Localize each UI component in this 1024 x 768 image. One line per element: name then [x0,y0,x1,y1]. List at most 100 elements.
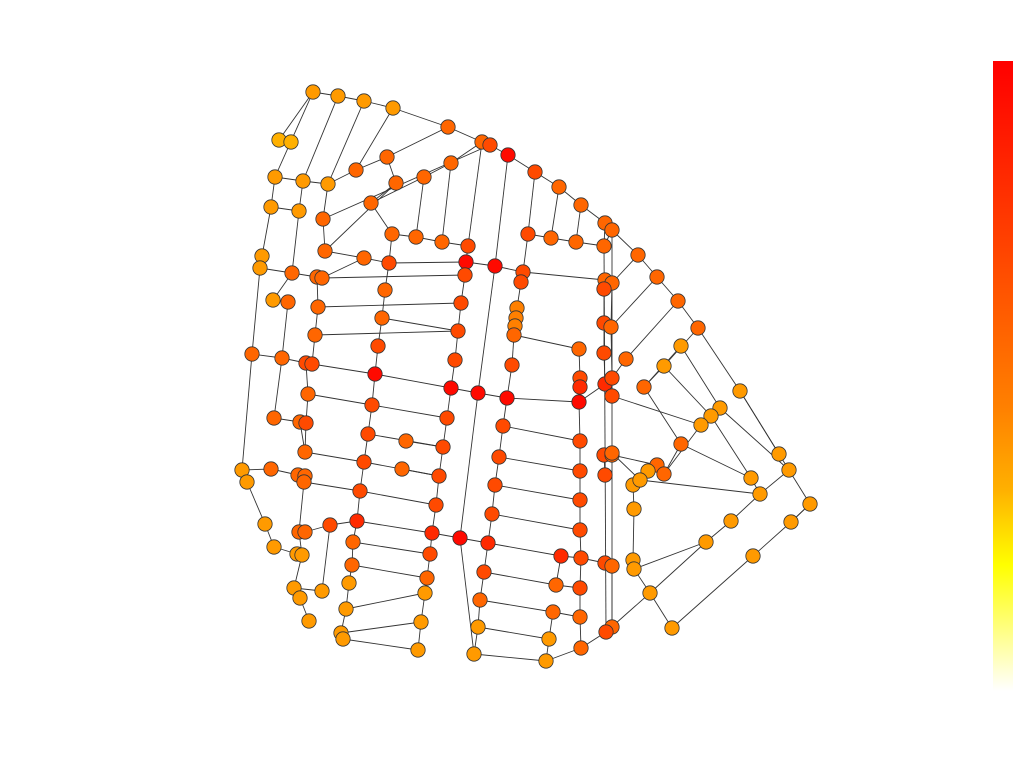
network-node [470,385,486,401]
network-edge [317,302,462,308]
network-node [244,346,260,362]
network-nodes [234,84,818,669]
network-node [604,445,620,461]
network-node [398,433,414,449]
network-edge [487,542,562,557]
network-edge [356,520,433,534]
network-node [274,350,290,366]
network-node [572,492,588,508]
network-node [295,173,311,189]
network-node [356,93,372,109]
network-edge [625,300,679,360]
network-node [341,575,357,591]
network-node [419,570,435,586]
network-node [367,366,383,382]
network-edge [494,484,581,501]
colorbar-gradient [993,61,1013,691]
network-node [572,522,588,538]
network-node [322,517,338,533]
network-node [297,444,313,460]
network-node [452,530,468,546]
network-node [664,620,680,636]
network-edge [302,95,339,182]
network-edge [611,395,702,426]
network-edge [321,274,466,279]
network-edge [633,541,707,570]
network-edge [632,508,635,561]
network-node [263,461,279,477]
network-node [573,197,589,213]
network-edge [710,415,752,479]
network-edge [371,404,448,419]
network-node [604,222,620,238]
network-node [670,293,686,309]
network-node [771,446,787,462]
network-node [377,282,393,298]
network-node [487,477,503,493]
network-node [604,370,620,386]
network-node [572,463,588,479]
network-node [476,564,492,580]
network-node [457,267,473,283]
network-node [690,320,706,336]
network-node [435,439,451,455]
network-node [649,269,665,285]
network-node [356,250,372,266]
network-node [297,524,313,540]
network-node [416,169,432,185]
network-node [752,486,768,502]
network-node [596,345,612,361]
network-edge [498,456,581,472]
network-node [283,134,299,150]
network-node [443,380,459,396]
network-node [320,176,336,192]
network-node [506,327,522,343]
network-node [348,162,364,178]
network-node [487,258,503,274]
network-node [630,247,646,263]
network-node [572,433,588,449]
network-edge [441,162,452,243]
network-edge [739,390,780,455]
network-node [344,557,360,573]
network-node [484,506,500,522]
network-edge [392,107,449,128]
network-edge [388,261,467,264]
network-node [315,211,331,227]
network-node [304,356,320,372]
network-edge [303,481,361,492]
network-node [263,199,279,215]
network-node [294,547,310,563]
network-edge [752,521,792,557]
network-node [310,299,326,315]
network-edge [291,210,300,274]
network-edge [459,392,479,539]
network-edge [386,126,449,158]
network-edge [473,653,547,662]
network-edge [274,91,314,178]
network-node [732,383,748,399]
network-edge [477,265,496,394]
network-edge [261,206,272,257]
network-edge [610,276,658,328]
network-edge [246,481,266,525]
network-node [410,642,426,658]
network-edge [467,141,483,247]
network-edge [298,481,305,533]
network-node [266,410,282,426]
network-node [642,585,658,601]
network-edge [479,599,554,613]
network-node [356,454,372,470]
network-node [439,410,455,426]
network-edge [527,171,536,235]
network-edge [671,555,754,629]
network-node [618,351,634,367]
network-edge [639,479,761,495]
network-node [571,394,587,410]
network-node [551,179,567,195]
network-node [422,546,438,562]
network-node [314,583,330,599]
network-node [626,561,642,577]
network-node [571,341,587,357]
